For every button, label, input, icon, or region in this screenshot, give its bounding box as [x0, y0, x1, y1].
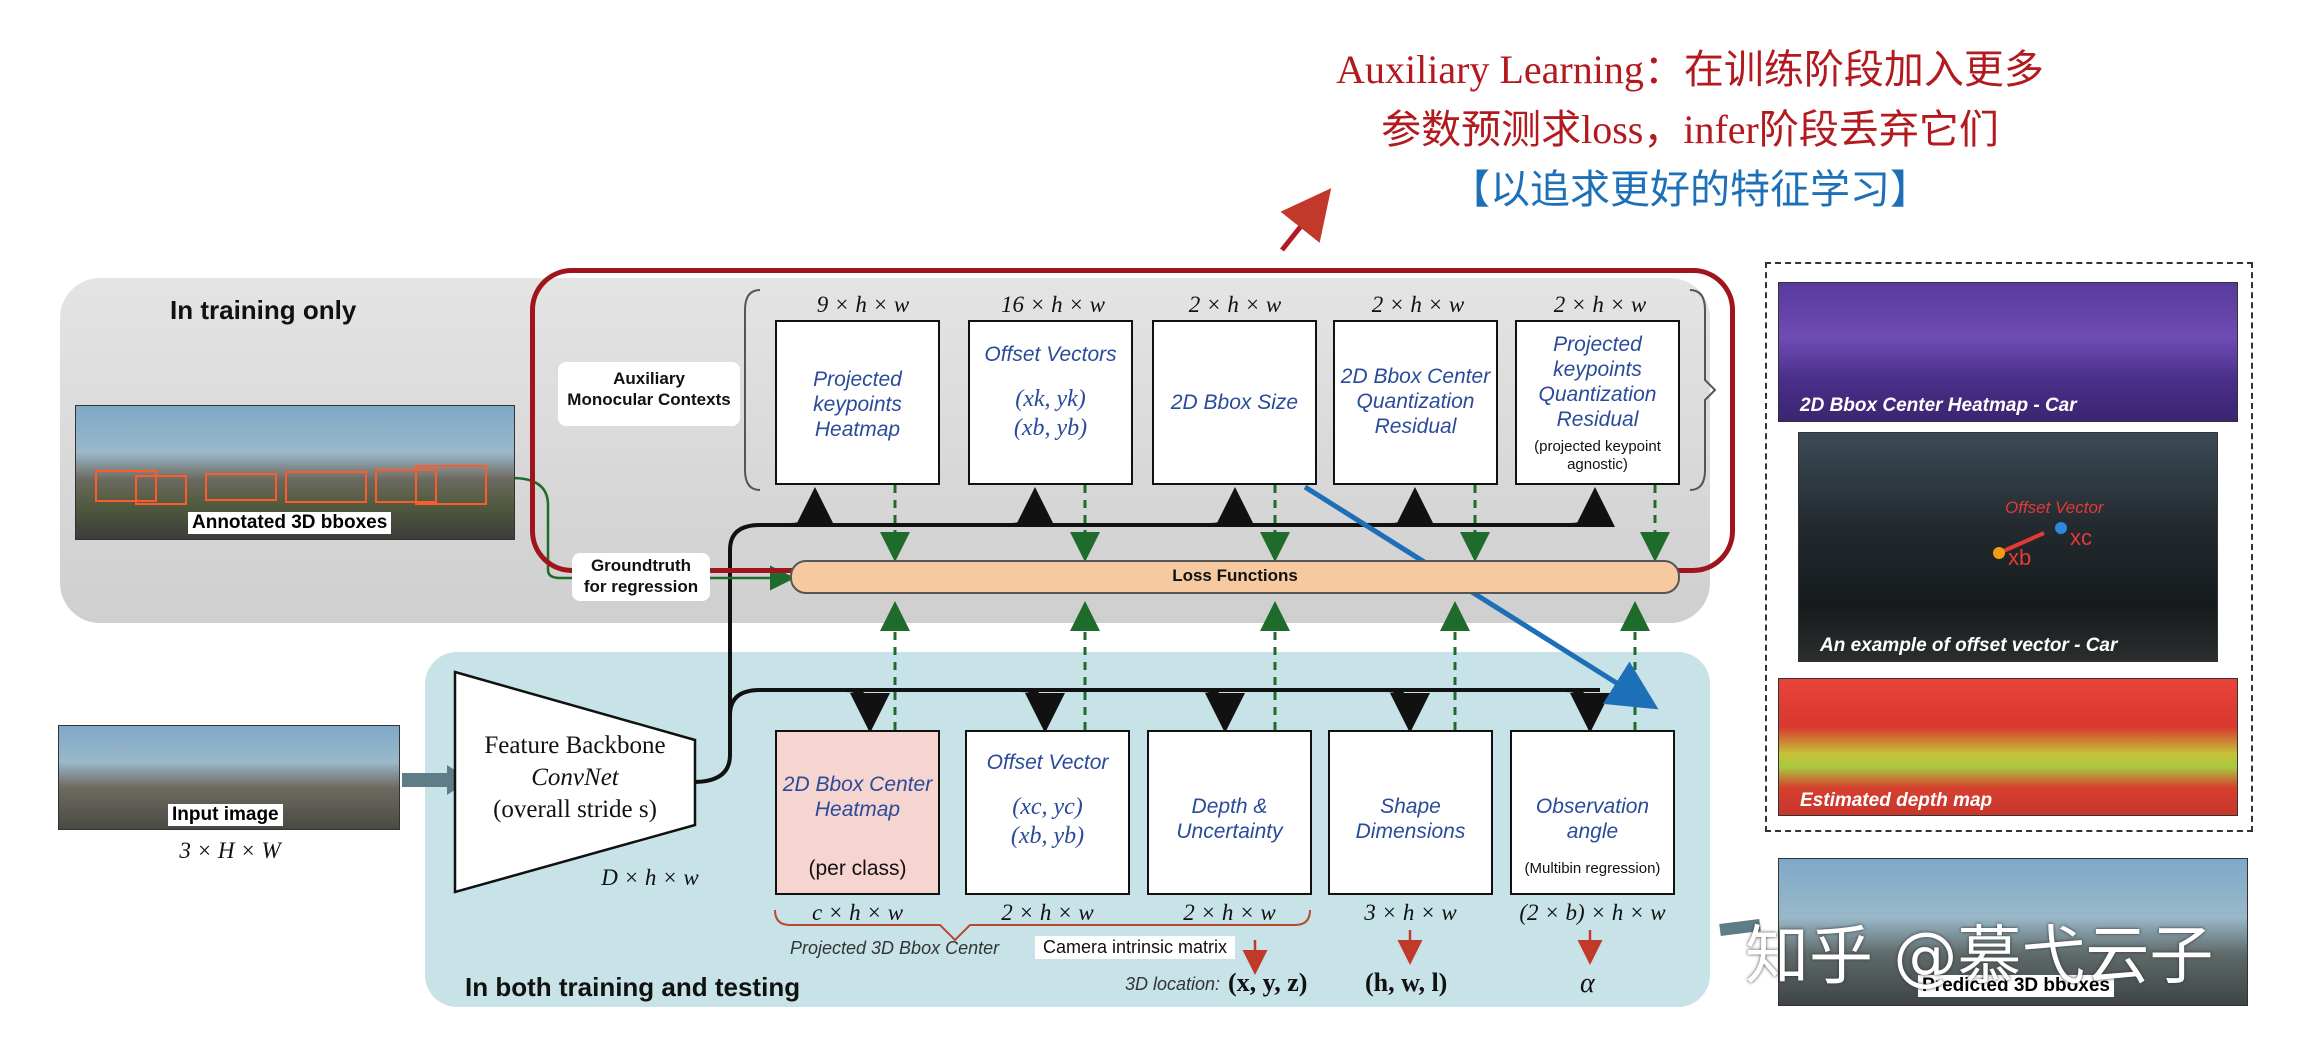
arrow-to-head-1 [844, 688, 890, 733]
projected-center-label: Projected 3D Bbox Center [790, 938, 1000, 958]
aux-box-2-text: Offset Vectors [984, 343, 1117, 366]
arrow-to-aux-2 [1009, 487, 1055, 527]
predicted-arrow [1719, 919, 1761, 936]
backbone-trapezoid [453, 670, 697, 894]
aux-box-center-residual: 2D Bbox Center Quantization Residual [1333, 320, 1498, 485]
arrow-to-head-2 [1019, 688, 1065, 733]
aux-dim-3: 2 × h × w [1188, 292, 1282, 317]
annotation-line-3: 【以追求更好的特征学习】 [1450, 167, 1930, 212]
aux-dim-2: 16 × h × w [1001, 292, 1105, 317]
aux-box-3-text: 2D Bbox Size [1170, 391, 1299, 414]
backbone-line-3: (overall stride s) [493, 796, 657, 823]
arrow-to-aux-4 [1389, 487, 1435, 527]
arrow-to-head-3 [1199, 688, 1245, 733]
examples-frame [1765, 262, 2253, 832]
arrow-to-head-5 [1564, 688, 1610, 733]
head-4-text: Shape Dimensions [1355, 795, 1466, 843]
head-5-note: (Multibin regression) [1524, 860, 1661, 877]
input-caption: Input image [168, 804, 283, 826]
aux-to-loss-arrows [880, 485, 1670, 562]
head-center-heatmap: 2D Bbox Center Heatmap (per class) [775, 730, 940, 895]
head-2-text: Offset Vector [986, 751, 1109, 774]
annotation-arrow [1280, 188, 1332, 252]
aux-box-keypoints-heatmap: Projected keypoints Heatmap [775, 320, 940, 485]
loss-functions-bar: Loss Functions [790, 560, 1680, 594]
head-dim-4: 3 × h × w [1364, 900, 1457, 925]
head-5-text: Observation angle [1535, 795, 1650, 843]
xc-label: xc [2070, 525, 2092, 550]
offset-example [1798, 432, 2218, 662]
heatmap-caption: 2D Bbox Center Heatmap - Car [1800, 395, 2077, 416]
offset-example-overlay [1993, 522, 2067, 559]
head-dim-3: 2 × h × w [1183, 900, 1276, 925]
aux-box-5-text: Projected keypoints Quantization Residua… [1538, 333, 1657, 431]
xb-label: xb [2008, 545, 2032, 570]
arrow-to-aux-5 [1569, 487, 1615, 527]
depth-example [1778, 678, 2238, 816]
head-3-text: Depth & Uncertainty [1176, 795, 1283, 843]
aux-dim-5: 2 × h × w [1553, 292, 1647, 317]
groundtruth-label: Groundtruth for regression [572, 553, 710, 601]
aux-box-offset-vectors: Offset Vectors (xk, yk) (xb, yb) [968, 320, 1133, 485]
input-dim: 3 × H × W [179, 838, 281, 863]
head-shape-dimensions: Shape Dimensions [1328, 730, 1493, 895]
offset-b-label: (xb, yb) [1013, 415, 1088, 441]
annotated-caption: Annotated 3D bboxes [188, 512, 392, 534]
intrinsic-label: Camera intrinsic matrix [1035, 936, 1236, 959]
backbone-output-dim: D × h × w [601, 865, 699, 890]
training-only-title: In training only [170, 295, 357, 325]
aux-dim-1: 9 × h × w [816, 292, 910, 317]
depth-caption: Estimated depth map [1800, 790, 1993, 811]
offset-c-label: (xc, yc) [1012, 794, 1083, 820]
aux-box-bbox-size: 2D Bbox Size [1152, 320, 1317, 485]
training-testing-title: In both training and testing [465, 972, 801, 1002]
shape-output: (h, w, l) [1365, 968, 1448, 997]
aux-box-4-text: 2D Bbox Center Quantization Residual [1340, 365, 1491, 438]
predicted-caption: Predicted 3D bboxes [1918, 975, 2114, 997]
backbone-line-1: Feature Backbone [484, 732, 666, 759]
head-depth-uncertainty: Depth & Uncertainty [1147, 730, 1312, 895]
aux-contexts-label: Auxiliary Monocular Contexts [558, 362, 740, 426]
annotated-bbox-overlay [95, 465, 487, 505]
offset-k-label: (xk, yk) [1015, 386, 1086, 412]
arrow-to-aux-1 [789, 487, 835, 527]
head-dim-1: c × h × w [811, 900, 904, 925]
location-value: (x, y, z) [1228, 968, 1308, 997]
backbone-line-2: ConvNet [531, 764, 619, 791]
blue-arrow [1303, 484, 1659, 710]
offset-overlay-label: Offset Vector [2005, 498, 2104, 517]
heatmap-example [1778, 282, 2238, 422]
trunk-line [692, 523, 1600, 784]
aux-box-5-note: (projected keypoint agnostic) [1534, 438, 1661, 473]
head-to-loss-arrows [880, 601, 1650, 730]
location-label: 3D location: [1125, 974, 1221, 994]
arrow-to-head-4 [1384, 688, 1430, 733]
head-observation-angle: Observation angle (Multibin regression) [1510, 730, 1675, 895]
annotation-line-2: 参数预测求loss，infer阶段丢弃它们 [1381, 107, 1999, 152]
annotation-line-1: Auxiliary Learning：在训练阶段加入更多 [1336, 47, 2044, 92]
head-dim-5: (2 × b) × h × w [1519, 900, 1666, 925]
backbone-label: Feature Backbone ConvNet (overall stride… [465, 730, 685, 826]
aux-box-keypoint-residual: Projected keypoints Quantization Residua… [1515, 320, 1680, 485]
watermark: 知乎 @慕弋云子 [1745, 920, 2214, 994]
offset-caption: An example of offset vector - Car [1820, 635, 2118, 656]
aux-dim-4: 2 × h × w [1371, 292, 1465, 317]
head-1-note: (per class) [808, 857, 907, 880]
head-1-text: 2D Bbox Center Heatmap [782, 773, 933, 821]
head-offset-b-label: (xb, yb) [1010, 823, 1085, 849]
aux-box-1-text: Projected keypoints Heatmap [813, 368, 902, 441]
bottom-brace [774, 909, 1311, 942]
arrow-to-aux-3 [1209, 487, 1255, 527]
head-offset-vector: Offset Vector (xc, yc) (xb, yb) [965, 730, 1130, 895]
aux-brace-left [744, 289, 761, 491]
head-dim-2: 2 × h × w [1001, 900, 1094, 925]
angle-output: α [1580, 968, 1595, 999]
